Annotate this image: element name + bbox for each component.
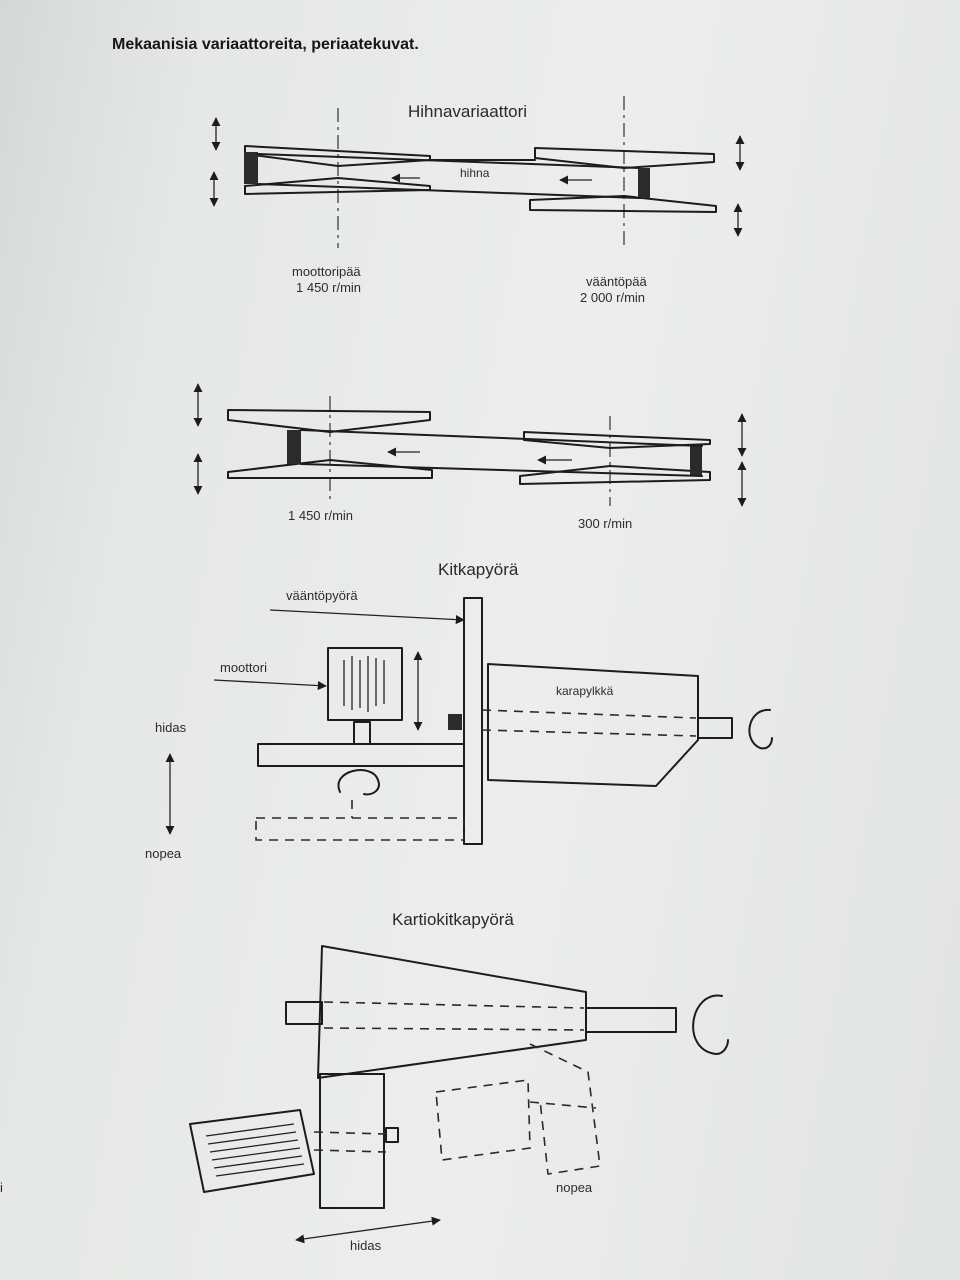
output-pulley-bottom-disc [529,195,717,213]
lower-output-pulley-bottom-disc [519,465,711,485]
cone-output-shaft [585,1007,677,1033]
torque-wheel [463,597,483,845]
motor-body [327,647,403,721]
output-belt-section [638,168,650,198]
friction-wheel-drawing [165,597,773,845]
lower-belt-upper-run [300,429,703,447]
cone-speed-range-arrow [295,1216,441,1244]
output-pulley-top-disc [534,147,715,169]
torque-wheel-pointer [269,609,465,625]
torque-wheel-label: vääntöpyörä [286,588,358,603]
cone-input-shaft [285,1001,323,1025]
cone-friction-wheel-drawing [189,945,729,1244]
alt-carriage-position-1 [435,1079,531,1161]
lower-belt-lower-run [300,463,703,477]
motor-fins [343,656,385,712]
lower-position-dashed [255,817,465,841]
cup-shaft-upper [481,709,697,719]
carriage-shaft-upper [313,1131,387,1135]
output-end-speed: 2 000 r/min [580,290,646,305]
lower-drive-pulley-bottom-disc [227,459,433,479]
cup-label: karapylkkä [556,684,614,698]
friction-wheel-title: Kitkapyörä [438,560,519,579]
output-rotation-mark [748,708,773,750]
friction-roller [448,714,462,730]
motor-label: moottori [220,660,267,675]
carriage-knob [385,1127,399,1143]
cone-friction-wheel-title: Kartiokitkapyörä [392,910,514,929]
drive-pulley-bottom-disc [244,177,431,195]
cone-inner-shaft-lower [323,1027,585,1031]
fast-label: nopea [145,846,182,861]
motor-stand [353,721,371,745]
lower-drive-belt-section [287,430,301,464]
cup-shaft-lower [481,729,697,737]
base-bar [257,743,465,767]
carriage-shaft-lower [313,1149,387,1153]
lower-output-speed: 300 r/min [578,516,633,531]
cone-output-rotation-mark [692,994,729,1055]
page-heading: Mekaanisia variaattoreita, periaatekuvat… [112,36,419,53]
cone-motor-fins [205,1123,305,1177]
belt-variator-upper [209,96,745,248]
belt-label: hihna [460,166,490,180]
slow-label: hidas [155,720,187,735]
drive-end-speed: 1 450 r/min [296,280,362,295]
belt-lower-run [257,183,641,199]
drive-belt-section [244,152,258,184]
drive-end-label: moottoripää [292,264,361,279]
lower-output-belt-section [690,446,702,476]
alt-position-link [529,1101,597,1109]
belt-variator-lower [193,383,747,507]
lower-drive-pulley-top-disc [227,409,431,433]
margin-mark: i [0,1180,3,1195]
cone-motor-body [189,1109,315,1193]
output-shaft [697,717,733,739]
lower-drive-speed: 1 450 r/min [288,508,354,523]
rotation-arrow [337,769,380,796]
output-end-label: vääntöpää [586,274,647,289]
motor-pointer [213,679,327,691]
alt-carriage-position-2 [529,1043,601,1175]
cone-fast-label: nopea [556,1180,593,1195]
cone-inner-shaft-upper [323,1001,585,1009]
friction-carriage [319,1073,385,1209]
cone-body [317,945,587,1079]
belt-variator-title: Hihnavariaattori [408,102,528,121]
cup-body [487,663,699,787]
